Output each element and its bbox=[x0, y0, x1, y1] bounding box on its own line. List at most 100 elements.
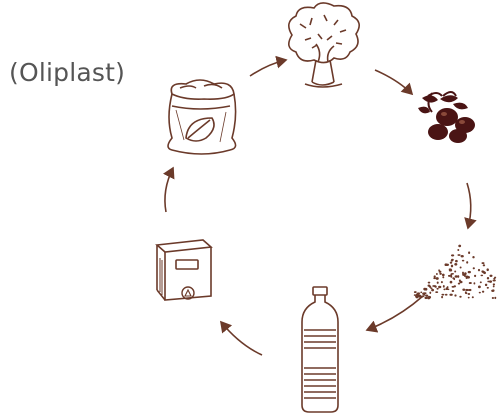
olive-pit bbox=[414, 291, 417, 293]
olive-pit bbox=[431, 289, 434, 291]
olive-pit bbox=[441, 281, 443, 283]
olive-pit bbox=[465, 291, 467, 293]
olive-pit bbox=[445, 294, 448, 296]
sack-icon bbox=[168, 80, 236, 154]
olive-pit bbox=[443, 285, 445, 288]
olive-pit bbox=[494, 277, 496, 279]
olive-pit bbox=[448, 275, 451, 277]
bin-icon bbox=[157, 240, 211, 300]
olive-pit bbox=[455, 275, 458, 277]
olive-pit bbox=[428, 284, 431, 286]
olive-pit bbox=[483, 264, 485, 266]
olive-pit bbox=[487, 287, 489, 289]
olive-pit bbox=[462, 272, 464, 275]
olive-pit bbox=[450, 262, 453, 264]
olive-pit bbox=[425, 296, 428, 299]
arrow-olives-to-pits bbox=[467, 183, 471, 228]
olive-pit bbox=[427, 297, 430, 300]
arrow-bin-to-sack bbox=[165, 168, 173, 212]
olive-pit bbox=[474, 275, 476, 277]
olive-pit bbox=[478, 269, 480, 271]
olive-pit bbox=[446, 287, 448, 290]
olive-pit bbox=[458, 283, 460, 285]
olive-pit bbox=[460, 266, 462, 268]
olive-pit bbox=[461, 255, 464, 257]
olive-pit bbox=[458, 245, 461, 248]
olive-pit bbox=[455, 260, 458, 263]
olive-pit bbox=[473, 267, 475, 269]
olive-pit bbox=[422, 293, 425, 295]
olive-pit bbox=[442, 276, 444, 278]
olive-pit bbox=[468, 293, 471, 295]
olive-pit bbox=[451, 265, 453, 268]
olive-pit bbox=[426, 295, 428, 297]
olive-pit bbox=[438, 286, 441, 288]
olive-pit bbox=[493, 283, 495, 285]
olive-pit bbox=[468, 297, 470, 299]
olive-pit bbox=[482, 271, 485, 273]
olive-pit bbox=[490, 275, 493, 277]
olive-pit bbox=[487, 277, 489, 279]
olive-pit bbox=[442, 274, 445, 277]
olive-pit bbox=[446, 264, 449, 266]
arrow-bottle-to-bin bbox=[221, 322, 262, 355]
olive-pit bbox=[436, 277, 439, 280]
olive-pit bbox=[434, 275, 436, 277]
olive-pit bbox=[485, 284, 487, 287]
olive-pit bbox=[452, 286, 455, 288]
olive-pit bbox=[452, 290, 455, 292]
olive-pit bbox=[434, 286, 436, 288]
arrow-tree-to-olives bbox=[375, 70, 412, 94]
olive-pits-icon bbox=[414, 245, 497, 300]
olive-pit bbox=[465, 289, 468, 291]
olive-pit bbox=[462, 260, 465, 262]
olive-pit bbox=[429, 292, 431, 294]
olive-tree-icon bbox=[289, 3, 359, 87]
olive-pit bbox=[469, 282, 472, 284]
olive-pit bbox=[491, 290, 494, 292]
olive-pit bbox=[423, 288, 426, 291]
olive-pit bbox=[486, 268, 488, 271]
olive-pit bbox=[482, 291, 484, 293]
olive-pit bbox=[464, 272, 467, 275]
olive-pit bbox=[441, 296, 443, 298]
olive-pit bbox=[493, 280, 496, 282]
olive-pit bbox=[436, 288, 438, 290]
olive-pit bbox=[452, 277, 454, 279]
olive-pit bbox=[457, 249, 459, 251]
olive-pit bbox=[479, 292, 481, 294]
olive-pit bbox=[489, 280, 492, 282]
olive-pit bbox=[450, 281, 453, 284]
olive-pit bbox=[449, 294, 452, 296]
olive-pit bbox=[450, 273, 452, 276]
olive-pit bbox=[441, 294, 444, 296]
olive-pit bbox=[473, 282, 475, 284]
olive-pit bbox=[481, 262, 484, 264]
olive-pit bbox=[462, 288, 465, 290]
olive-pit bbox=[451, 260, 454, 262]
olive-pit bbox=[428, 282, 431, 284]
olive-pit bbox=[435, 291, 438, 293]
olive-pit bbox=[454, 263, 457, 266]
olive-pit bbox=[415, 296, 417, 298]
olive-pit bbox=[465, 275, 468, 277]
olive-pit bbox=[420, 291, 422, 293]
olive-pit bbox=[480, 275, 483, 277]
olive-pit bbox=[466, 261, 468, 264]
olive-pit bbox=[417, 292, 420, 294]
olive-pit bbox=[438, 269, 440, 271]
olive-pit bbox=[454, 294, 456, 296]
olive-pit bbox=[449, 268, 452, 270]
olive-pit bbox=[492, 297, 494, 299]
arrow-pits-to-bottle bbox=[367, 296, 423, 330]
olive-pit bbox=[494, 297, 496, 299]
olive-pit bbox=[451, 254, 454, 256]
olive-pit bbox=[472, 296, 474, 298]
olive-pit bbox=[468, 271, 471, 273]
olive-pit bbox=[480, 281, 482, 283]
plastic-bottle-icon bbox=[302, 287, 338, 412]
olive-pit bbox=[459, 296, 461, 298]
olive-pit bbox=[493, 285, 495, 287]
